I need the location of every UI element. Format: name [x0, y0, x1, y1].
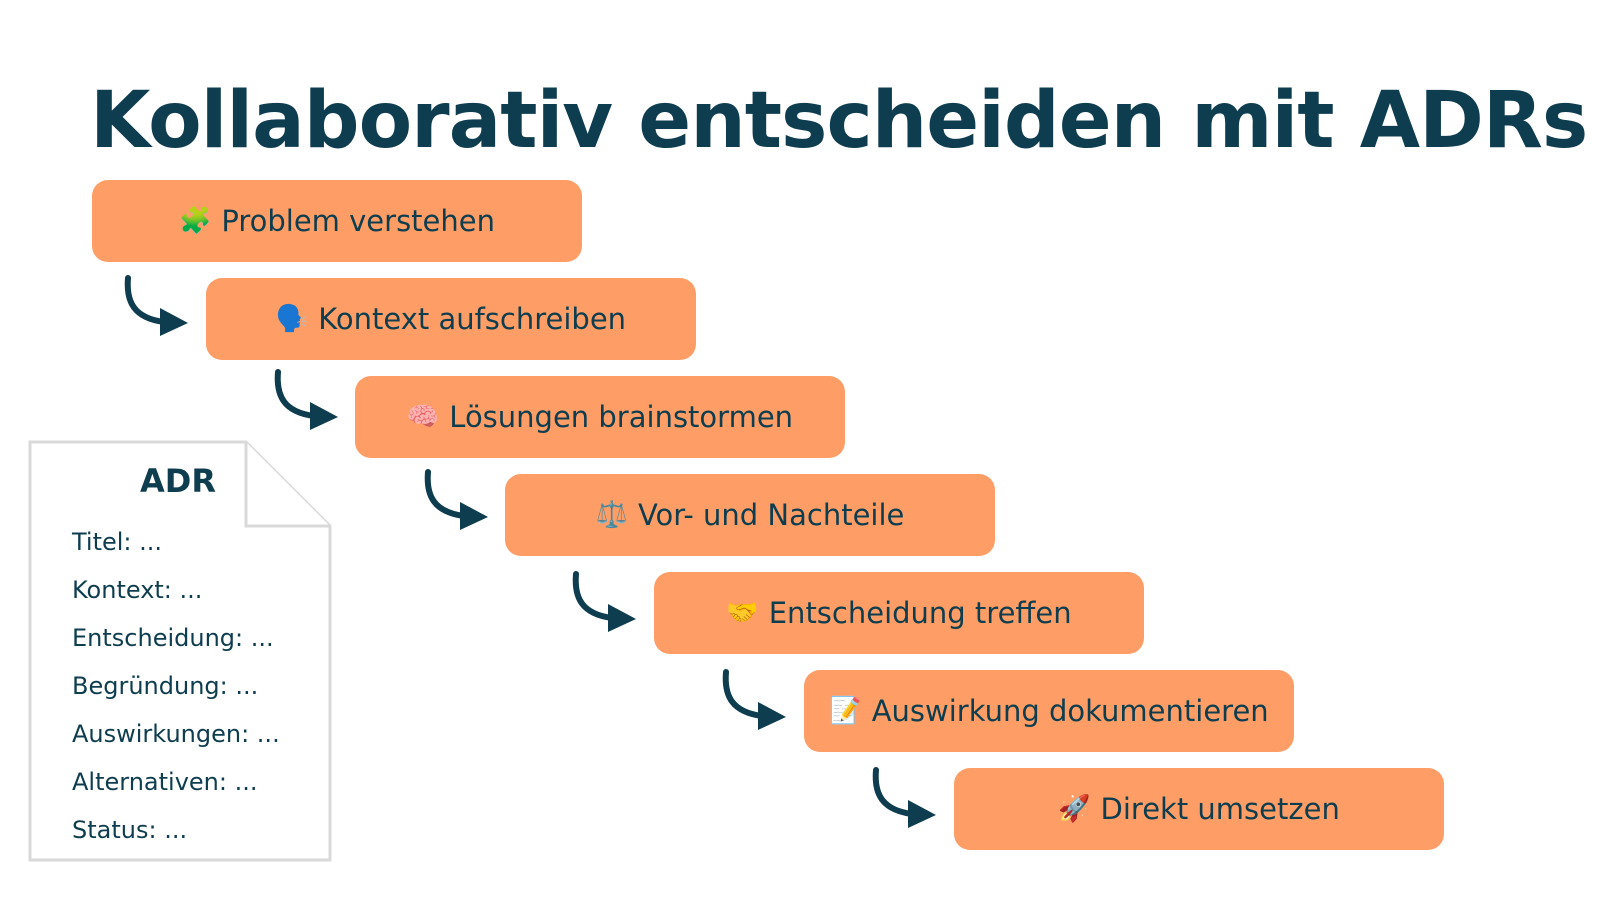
slide-title: Kollaborativ entscheiden mit ADRs: [90, 76, 1588, 166]
step-kontext-aufschreiben: 🗣️ Kontext aufschreiben: [206, 278, 696, 360]
brain-icon: 🧠: [406, 402, 440, 432]
curved-arrow-icon: [124, 275, 188, 336]
curved-arrow-icon: [722, 669, 786, 730]
adr-heading-text: ADR: [140, 462, 216, 500]
step-loesungen-brainstormen: 🧠 Lösungen brainstormen: [355, 376, 845, 458]
step-label: Entscheidung treffen: [768, 596, 1072, 630]
adr-field-kontext: Kontext: ...: [72, 576, 203, 604]
memo-icon: 📝: [829, 696, 862, 726]
step-label: Lösungen brainstormen: [449, 400, 794, 434]
curved-arrow-icon: [572, 571, 636, 632]
step-vor-und-nachteile: ⚖️ Vor- und Nachteile: [505, 474, 995, 556]
step-label: Problem verstehen: [221, 204, 495, 238]
adr-field-entscheidung: Entscheidung: ...: [72, 624, 274, 652]
puzzle-icon: 🧩: [178, 206, 212, 236]
step-direkt-umsetzen: 🚀 Direkt umsetzen: [954, 768, 1444, 850]
document-icon: [28, 440, 332, 862]
scales-icon: ⚖️: [595, 500, 628, 530]
step-auswirkung-dokumentieren: 📝 Auswirkung dokumentieren: [804, 670, 1294, 752]
step-label: Direkt umsetzen: [1100, 792, 1340, 826]
handshake-icon: 🤝: [726, 598, 759, 628]
rocket-icon: 🚀: [1058, 794, 1091, 824]
adr-field-titel: Titel: ...: [72, 528, 163, 556]
step-label: Vor- und Nachteile: [637, 498, 905, 532]
adr-field-begruendung: Begründung: ...: [72, 672, 259, 700]
speaking-head-icon: 🗣️: [275, 304, 309, 334]
step-entscheidung-treffen: 🤝 Entscheidung treffen: [654, 572, 1144, 654]
step-problem-verstehen: 🧩 Problem verstehen: [92, 180, 582, 262]
step-label: Kontext aufschreiben: [318, 302, 627, 336]
curved-arrow-icon: [872, 767, 936, 828]
adr-field-status: Status: ...: [72, 816, 188, 844]
adr-field-auswirkungen: Auswirkungen: ...: [72, 720, 280, 748]
step-label: Auswirkung dokumentieren: [871, 694, 1269, 728]
adr-field-alternativen: Alternativen: ...: [72, 768, 258, 796]
curved-arrow-icon: [274, 369, 338, 430]
adr-heading: ADR: [140, 462, 216, 500]
adr-document-card: ADR Titel: ... Kontext: ... Entscheidung…: [28, 440, 332, 862]
curved-arrow-icon: [424, 469, 488, 530]
